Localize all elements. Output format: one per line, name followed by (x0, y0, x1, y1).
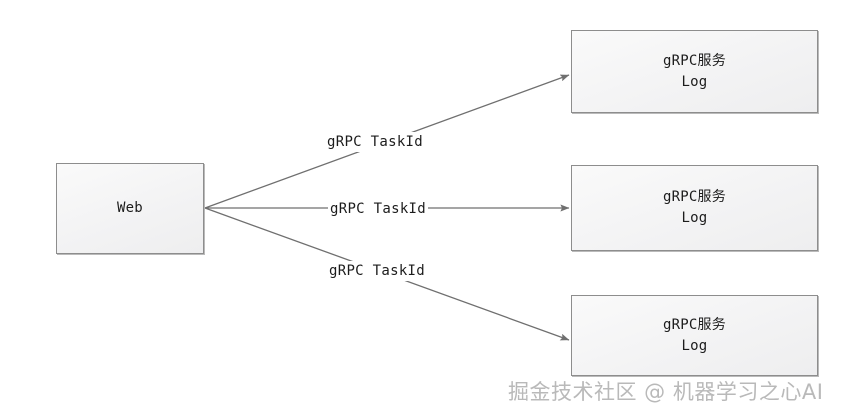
node-grpc-service-log-2-title: gRPC服务 (663, 189, 726, 205)
node-web-label: Web (117, 200, 143, 216)
node-grpc-service-log-1-subtitle: Log (681, 73, 708, 90)
edge-label-web-to-service-2: gRPC TaskId (328, 199, 429, 219)
node-grpc-service-log-2-subtitle: Log (681, 210, 708, 226)
node-web[interactable]: Web (56, 163, 204, 254)
edge-label-web-to-service-3: gRPC TaskId (327, 261, 428, 281)
edge-label-web-to-service-1: gRPC TaskId (325, 132, 426, 152)
node-grpc-service-log-1-title: gRPC服务 (663, 52, 726, 69)
node-grpc-service-log-3-title: gRPC服务 (663, 316, 726, 333)
node-grpc-service-log-3[interactable]: gRPC服务 Log (571, 295, 818, 376)
watermark: 掘金技术社区 @ 机器学习之心AI (508, 380, 824, 404)
node-grpc-service-log-1[interactable]: gRPC服务 Log (571, 30, 818, 113)
node-grpc-service-log-2[interactable]: gRPC服务 Log (571, 165, 818, 251)
node-grpc-service-log-3-subtitle: Log (681, 337, 708, 354)
